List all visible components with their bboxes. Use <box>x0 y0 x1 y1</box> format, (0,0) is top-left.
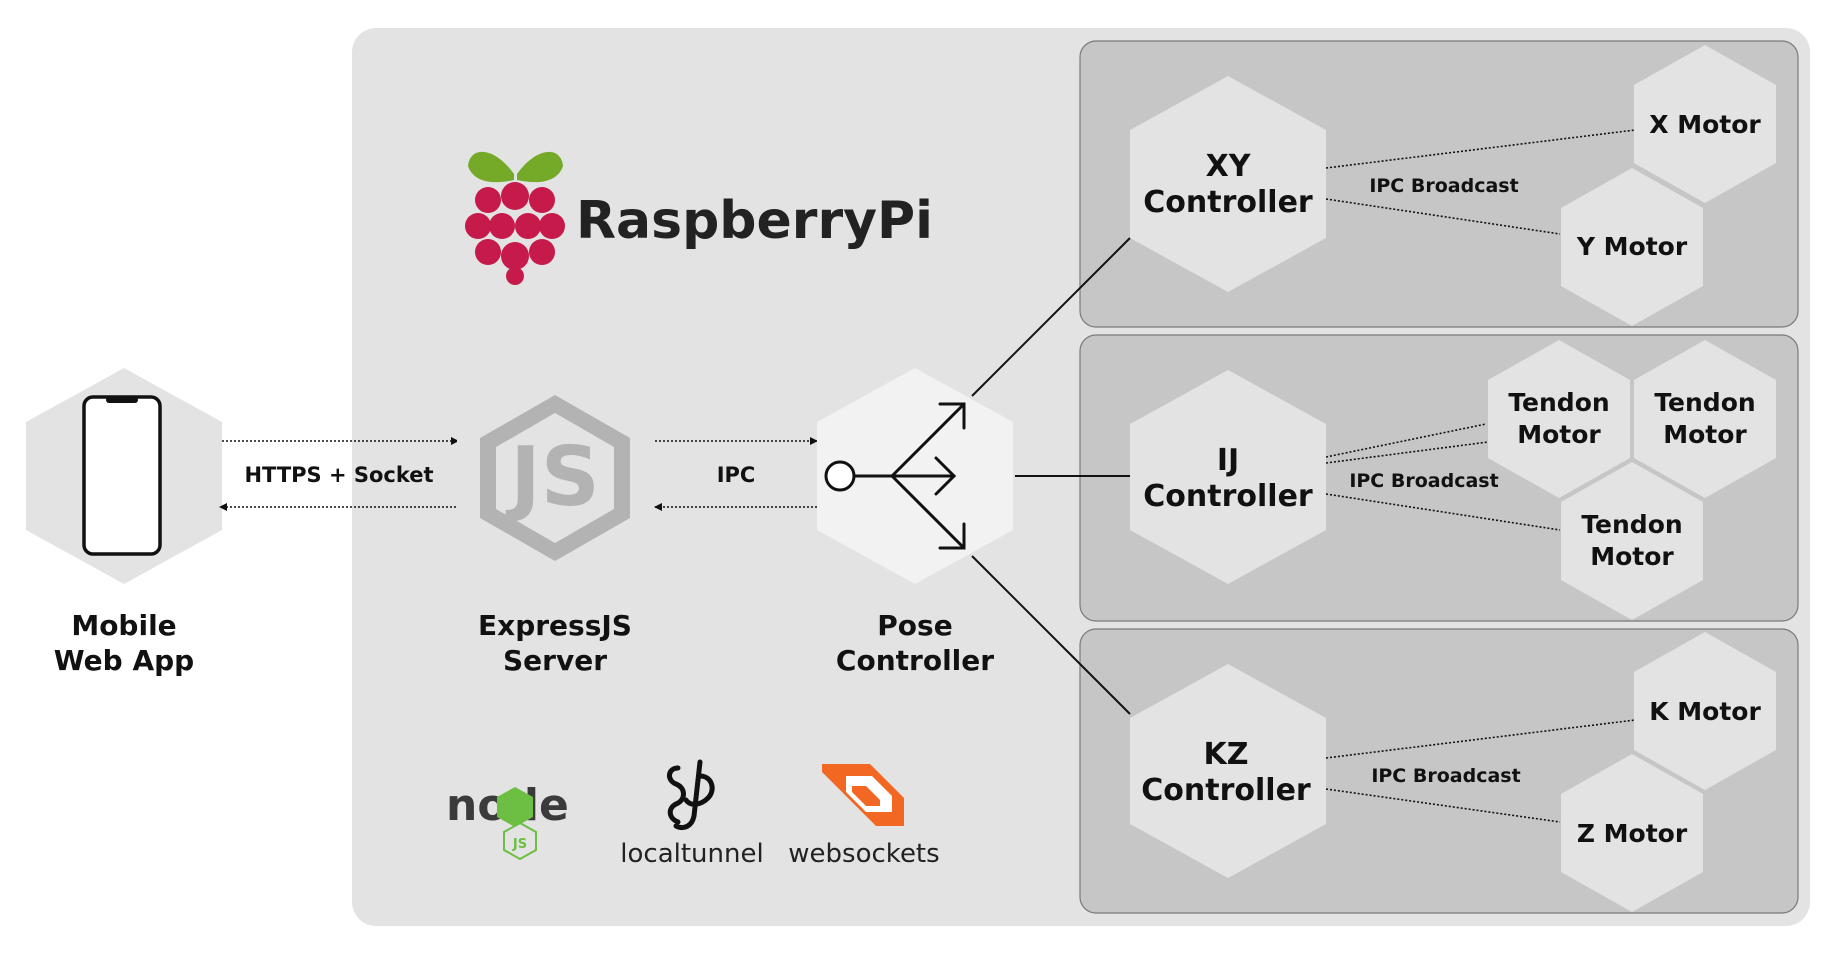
pose-label-1: Pose <box>877 609 952 642</box>
raspberry-pi-wordmark: RaspberryPi <box>576 191 933 251</box>
svg-text:websockets: websockets <box>788 839 939 869</box>
kz-broadcast-label: IPC Broadcast <box>1371 765 1520 787</box>
ij-controller-label-2: Controller <box>1143 479 1313 514</box>
mobile-label-2: Web App <box>54 644 194 677</box>
y-motor-label: Y Motor <box>1576 232 1688 261</box>
ij-broadcast-label: IPC Broadcast <box>1349 470 1498 492</box>
xy-controller-label-1: XY <box>1206 149 1252 184</box>
phone-icon <box>82 395 162 556</box>
xy-broadcast-label: IPC Broadcast <box>1369 175 1518 197</box>
xy-controller-label-2: Controller <box>1143 185 1313 220</box>
svg-text:JS: JS <box>505 430 600 525</box>
fanout-icon <box>824 402 966 550</box>
websockets-logo: websockets <box>788 764 940 869</box>
localtunnel-logo: localtunnel <box>620 759 764 869</box>
k-motor-label: K Motor <box>1649 697 1761 726</box>
z-motor-label: Z Motor <box>1577 819 1688 848</box>
z-motor-hexagon <box>1561 754 1703 912</box>
kz-controller-label-1: KZ <box>1204 737 1249 772</box>
nodejs-icon: JS <box>480 395 630 561</box>
tendon-motor-3-hexagon <box>1561 462 1703 620</box>
tendon-motor-1-hexagon <box>1488 340 1630 498</box>
raspberry-pi-logo <box>465 151 565 285</box>
ipc-label: IPC <box>717 463 756 487</box>
xy-controller-hexagon <box>1130 76 1326 292</box>
server-label-2: Server <box>503 644 607 677</box>
x-motor-label: X Motor <box>1649 110 1761 139</box>
pose-to-kz-line <box>971 555 1131 715</box>
kz-controller-hexagon <box>1130 664 1326 878</box>
pose-label-2: Controller <box>836 644 994 677</box>
server-label-1: ExpressJS <box>478 609 632 642</box>
https-socket-label: HTTPS + Socket <box>244 463 433 487</box>
node-logo: node JS <box>446 780 569 861</box>
ij-controller-label-1: IJ <box>1217 443 1239 478</box>
k-motor-hexagon <box>1634 632 1776 790</box>
pose-to-xy-line <box>971 237 1131 397</box>
y-motor-hexagon <box>1561 168 1703 326</box>
x-motor-hexagon <box>1634 45 1776 203</box>
svg-text:JS: JS <box>512 837 527 852</box>
kz-group: KZ Controller IPC Broadcast K Motor Z Mo… <box>1130 632 1776 912</box>
tendon-motor-2-hexagon <box>1634 340 1776 498</box>
xy-group: XY Controller IPC Broadcast X Motor Y Mo… <box>1130 45 1776 326</box>
svg-text:localtunnel: localtunnel <box>620 839 763 869</box>
kz-controller-label-2: Controller <box>1141 773 1311 808</box>
ij-controller-hexagon <box>1130 370 1326 584</box>
mobile-label-1: Mobile <box>71 609 176 642</box>
